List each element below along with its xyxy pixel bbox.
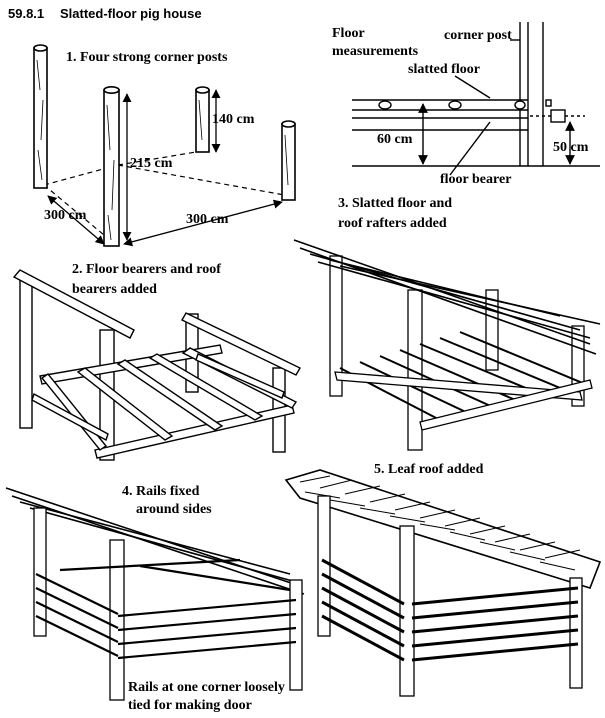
height-50-label: 50 cm [553, 140, 589, 155]
corner-post-back-left [33, 44, 48, 189]
step4-label-line2: around sides [136, 502, 212, 517]
corner-post-front [103, 86, 120, 247]
step4-drawing [5, 487, 305, 701]
step3-label-line2: roof rafters added [338, 216, 447, 231]
door-note-line2: tied for making door [128, 698, 252, 713]
step2-label-line1: 2. Floor bearers and roof [72, 262, 221, 277]
dim-arrow-300-right [123, 199, 283, 247]
floor-heading-1: Floor [332, 26, 365, 41]
dim-140-label: 140 cm [212, 112, 255, 127]
step3-label-line1: 3. Slatted floor and [338, 196, 453, 211]
step3-drawing [293, 239, 601, 451]
floor-bearer-label: floor bearer [440, 172, 512, 187]
figure-title: Slatted-floor pig house [60, 6, 202, 21]
step5-label: 5. Leaf roof added [374, 462, 484, 477]
height-60-label: 60 cm [377, 132, 413, 147]
floor-heading-2: measurements [332, 44, 419, 59]
corner-post-back-right [195, 86, 210, 153]
dim-arrow-300-left [47, 195, 105, 245]
corner-post-right [281, 120, 296, 201]
door-note-line1: Rails at one corner loosely [128, 680, 285, 695]
step1-drawing [33, 44, 296, 247]
slatted-floor-label: slatted floor [408, 62, 480, 77]
corner-post-label: corner post [444, 28, 512, 43]
dim-300-left-label: 300 cm [44, 208, 87, 223]
dim-300-right-label: 300 cm [186, 212, 229, 227]
step5-drawing [284, 469, 602, 697]
step2-drawing [12, 269, 301, 461]
dim-215-label: 215 cm [130, 156, 173, 171]
figure-number: 59.8.1 [8, 6, 45, 21]
floor-detail-drawing [352, 22, 600, 176]
step1-label: 1. Four strong corner posts [66, 50, 228, 65]
step4-label-line1: 4. Rails fixed [122, 484, 200, 499]
step2-label-line2: bearers added [72, 282, 157, 297]
